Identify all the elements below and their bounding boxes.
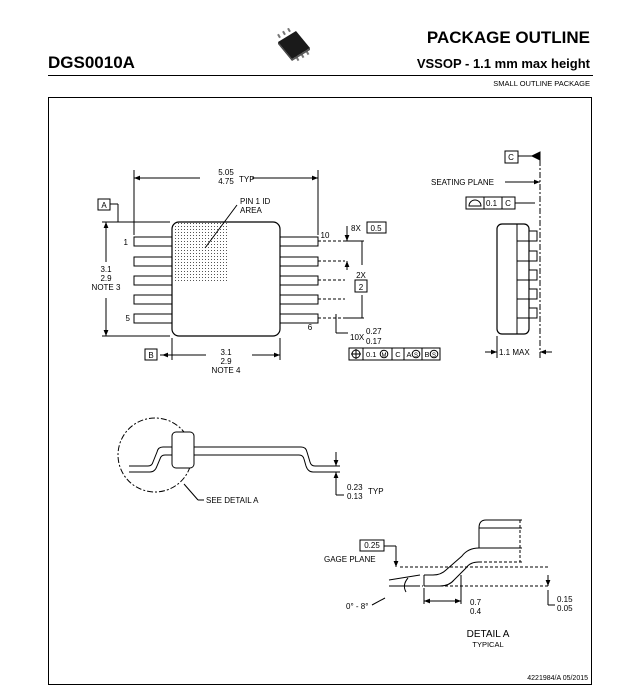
pin1-area-label: AREA: [240, 206, 262, 215]
span-value: 2: [359, 283, 364, 292]
dim-width-note: NOTE 3: [92, 283, 121, 292]
angle-range: 0° - 8°: [346, 602, 368, 611]
height-max-label: 1.1 MAX: [499, 348, 530, 357]
pin-1-label: 1: [124, 238, 129, 247]
gage-value: 0.25: [364, 541, 380, 550]
side-view-labels: C SEATING PLANE 0.1 C 1.1 MAX: [431, 153, 530, 357]
dim-bottom-min: 2.9: [220, 357, 232, 366]
dim-bottom-note: NOTE 4: [212, 366, 241, 375]
top-view: [97, 170, 441, 361]
tol-a: A: [406, 350, 411, 359]
pin-6-label: 6: [308, 323, 313, 332]
dim-bottom-max: 3.1: [220, 348, 232, 357]
seating-plane-label: SEATING PLANE: [431, 178, 494, 187]
pin-10-label: 10: [321, 231, 330, 240]
tol-c: C: [395, 350, 401, 359]
dim-width-min: 2.9: [100, 274, 112, 283]
pin-5-label: 5: [126, 314, 131, 323]
span-count: 2X: [356, 271, 366, 280]
detail-subtitle: TYPICAL: [472, 640, 503, 649]
package-category: SMALL OUTLINE PACKAGE: [493, 79, 590, 88]
package-id: DGS0010A: [48, 53, 135, 72]
package-chip-icon: [274, 27, 314, 66]
detail-title: DETAIL A: [467, 629, 510, 640]
tol-value: 0.1: [366, 350, 376, 359]
pitch-count: 8X: [351, 224, 361, 233]
tol-s-1: S: [414, 353, 418, 359]
dim-width-max: 3.1: [100, 265, 112, 274]
top-view-labels: 5.05 4.75 TYP PIN 1 ID AREA A B 1 5 6 10…: [92, 168, 436, 375]
datum-b: B: [148, 351, 153, 360]
pin1-id-label: PIN 1 ID: [240, 197, 270, 206]
tol-b: B: [424, 350, 429, 359]
drawing-frame: [48, 97, 592, 685]
tol-m: M: [382, 353, 387, 359]
lead-width-min: 0.17: [366, 337, 382, 346]
datum-a: A: [101, 201, 107, 210]
right-leads: [279, 236, 319, 324]
gage-plane-label: GAGE PLANE: [324, 555, 376, 564]
see-detail-label: SEE DETAIL A: [206, 496, 259, 505]
pitch-value: 0.5: [370, 224, 382, 233]
detail-view-labels: 0.25 GAGE PLANE 0° - 8° 0.7 0.4 0.15 0.0…: [324, 541, 573, 649]
lead-count: 10X: [350, 333, 365, 342]
standoff-max: 0.15: [557, 595, 573, 604]
dim-body-length-min: 4.75: [218, 177, 234, 186]
lead-width-max: 0.27: [366, 327, 382, 336]
dim-body-length-max: 5.05: [218, 168, 234, 177]
tol-s-2: S: [432, 353, 436, 359]
front-view: [117, 417, 344, 501]
header-rule: [48, 75, 593, 76]
pin1-area-hatch: [173, 223, 229, 281]
side-view: [465, 150, 552, 360]
flatness-datum: C: [505, 199, 511, 208]
datum-c: C: [508, 153, 514, 162]
front-view-labels: 0.23 0.13 TYP SEE DETAIL A: [206, 483, 384, 505]
left-leads: [133, 236, 173, 324]
lead-thickness-note: TYP: [368, 487, 384, 496]
lead-thickness-max: 0.23: [347, 483, 363, 492]
standoff-min: 0.05: [557, 604, 573, 613]
document-number: 4221984/A 05/2015: [527, 675, 588, 682]
foot-length-max: 0.7: [470, 598, 482, 607]
foot-length-min: 0.4: [470, 607, 482, 616]
document-title: PACKAGE OUTLINE: [426, 28, 590, 47]
dim-body-length-note: TYP: [239, 175, 255, 184]
package-subtitle: VSSOP - 1.1 mm max height: [416, 56, 590, 71]
detail-view: [359, 519, 555, 606]
lead-thickness-min: 0.13: [347, 492, 363, 501]
flatness-value: 0.1: [486, 199, 498, 208]
